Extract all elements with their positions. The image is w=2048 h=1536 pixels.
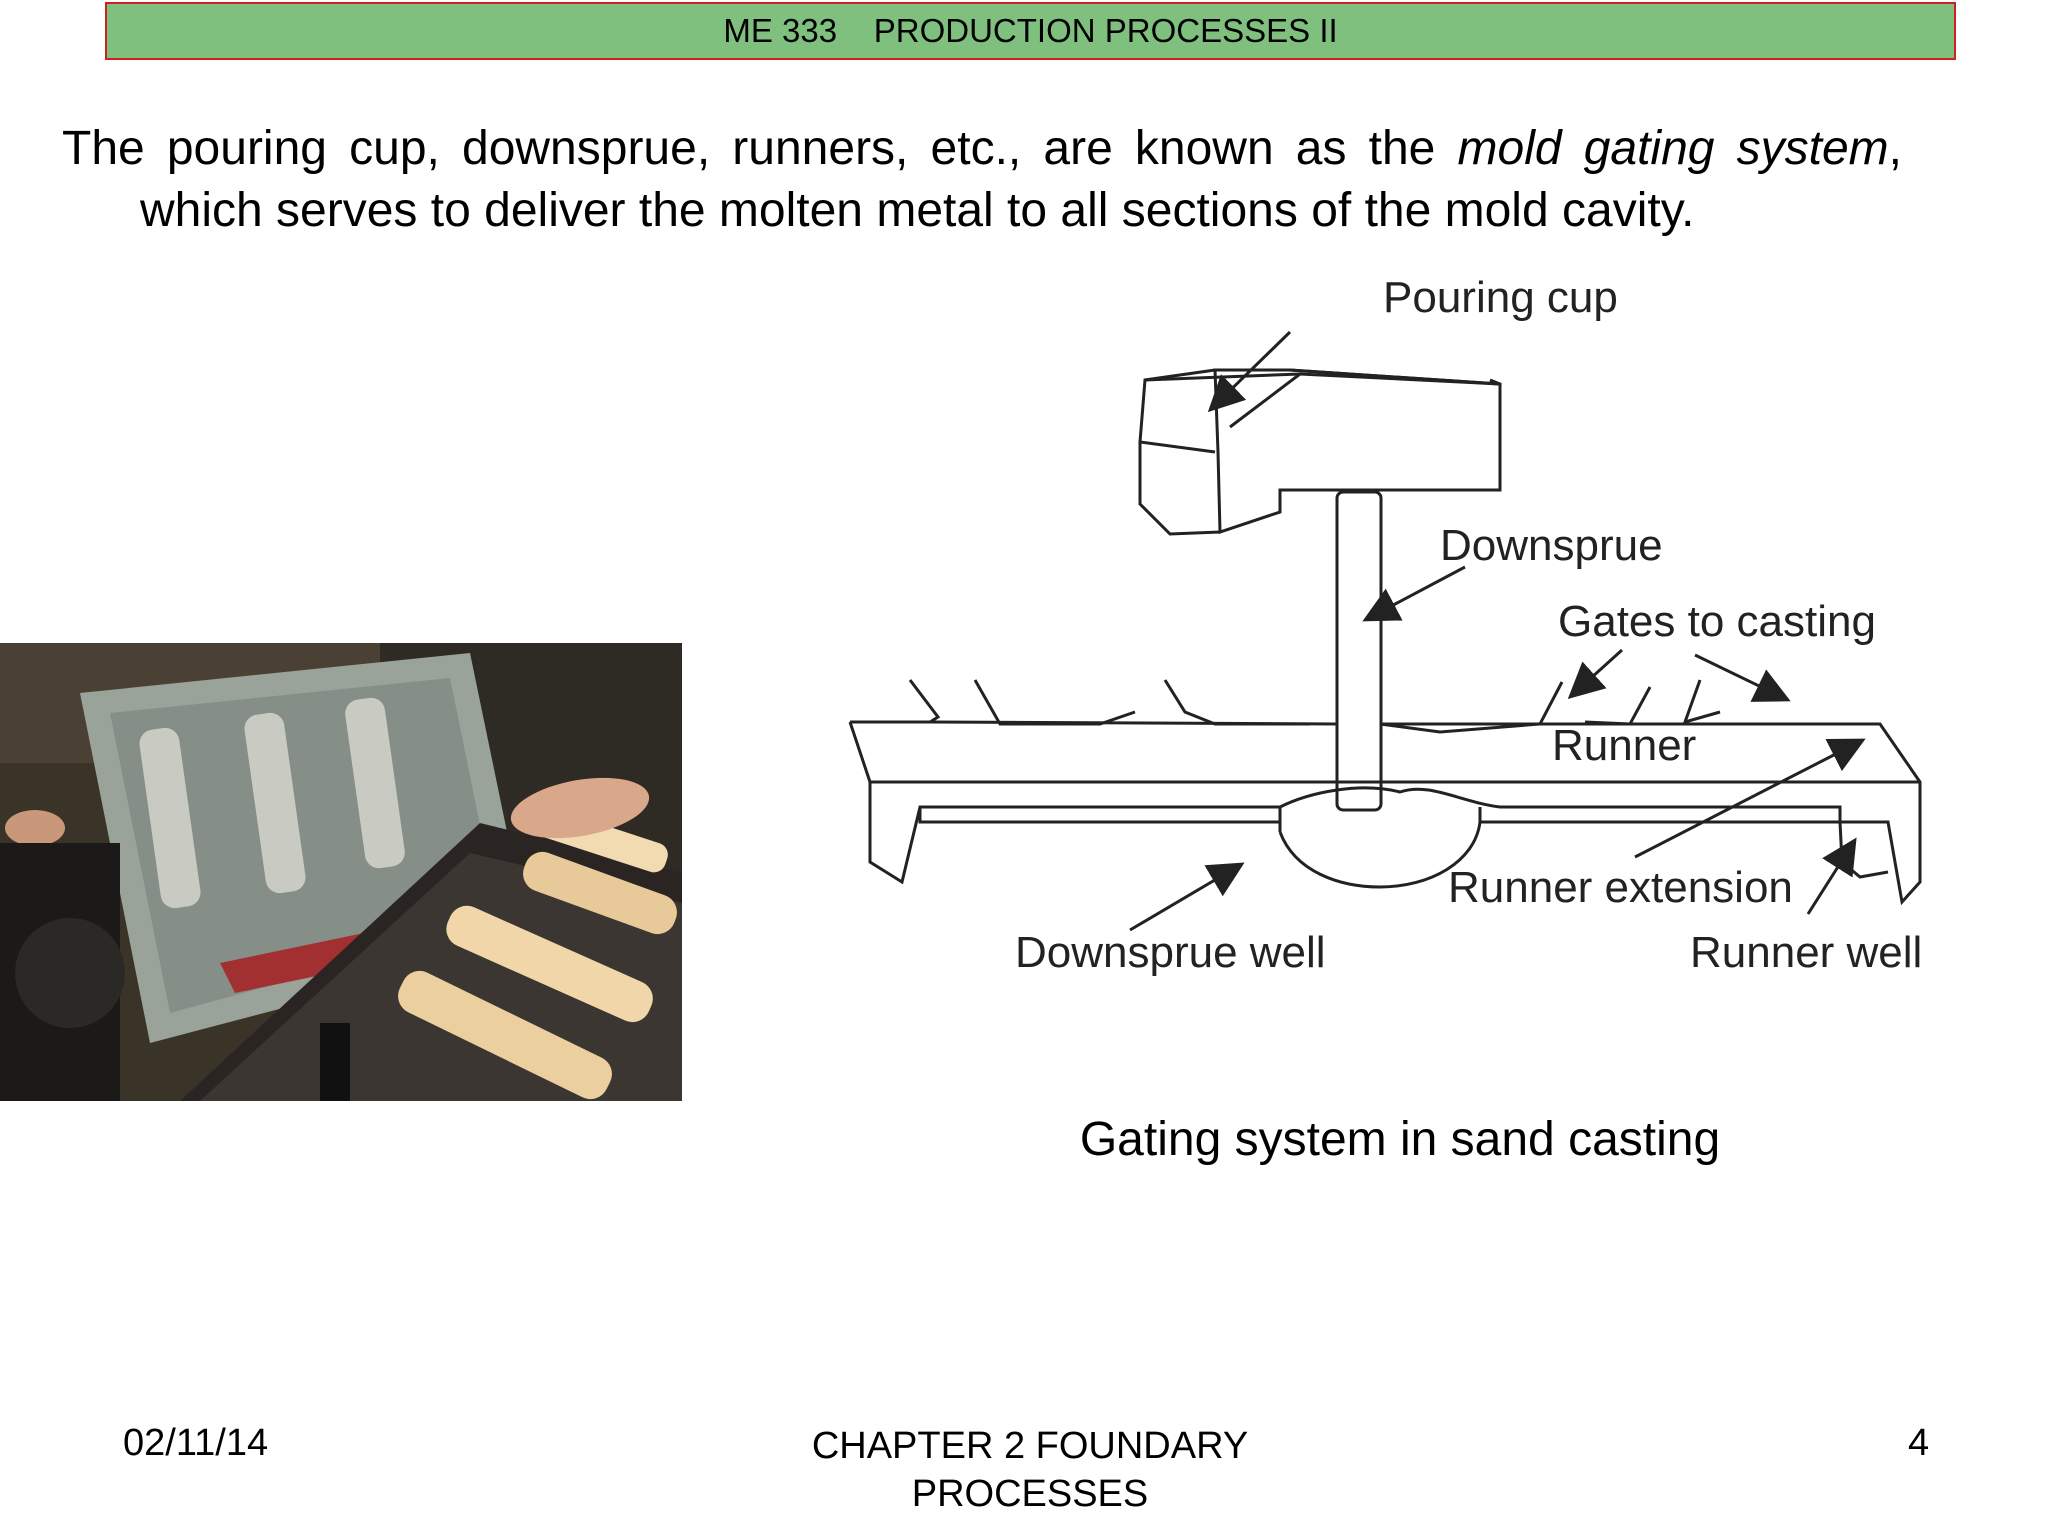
page-number: 4 [1908,1422,1930,1464]
label-downsprue: Downsprue [1440,521,1663,570]
course-code: ME 333 [723,12,838,49]
label-runner: Runner [1552,721,1696,770]
label-gates: Gates to casting [1558,597,1876,646]
footer-chapter-line2: PROCESSES [911,1473,1149,1515]
footer-chapter: CHAPTER 2 FOUNDARY PROCESSES [730,1422,1330,1518]
diagram-caption: Gating system in sand casting [1079,1113,1721,1166]
gating-system-diagram: Pouring cup Downsprue Gates to casting R… [848,273,1922,977]
pouring-cup-shape [1213,368,1502,535]
label-runner-extension: Runner extension [1448,863,1793,912]
intro-text-1: The pouring cup, downsprue, runners, etc… [62,122,1458,175]
header-gap [837,12,874,50]
sand-mold-photo [0,643,682,1101]
intro-paragraph: The pouring cup, downsprue, runners, etc… [62,118,1902,242]
downsprue-shape [1335,490,1383,812]
course-title: PRODUCTION PROCESSES II [873,12,1338,49]
label-runner-well: Runner well [1690,928,1922,977]
footer-date: 02/11/14 [123,1422,269,1464]
runner-shape [848,720,1922,906]
label-downsprue-well: Downsprue well [1015,928,1326,977]
slide-header: ME 333 PRODUCTION PROCESSES II [105,2,1956,60]
footer-chapter-line1: CHAPTER 2 FOUNDARY [811,1425,1249,1467]
intro-emphasis: mold gating system [1457,122,1889,175]
intro-text-2: , which serves to deliver the molten met… [140,122,1902,237]
label-pouring-cup: Pouring cup [1383,273,1618,322]
